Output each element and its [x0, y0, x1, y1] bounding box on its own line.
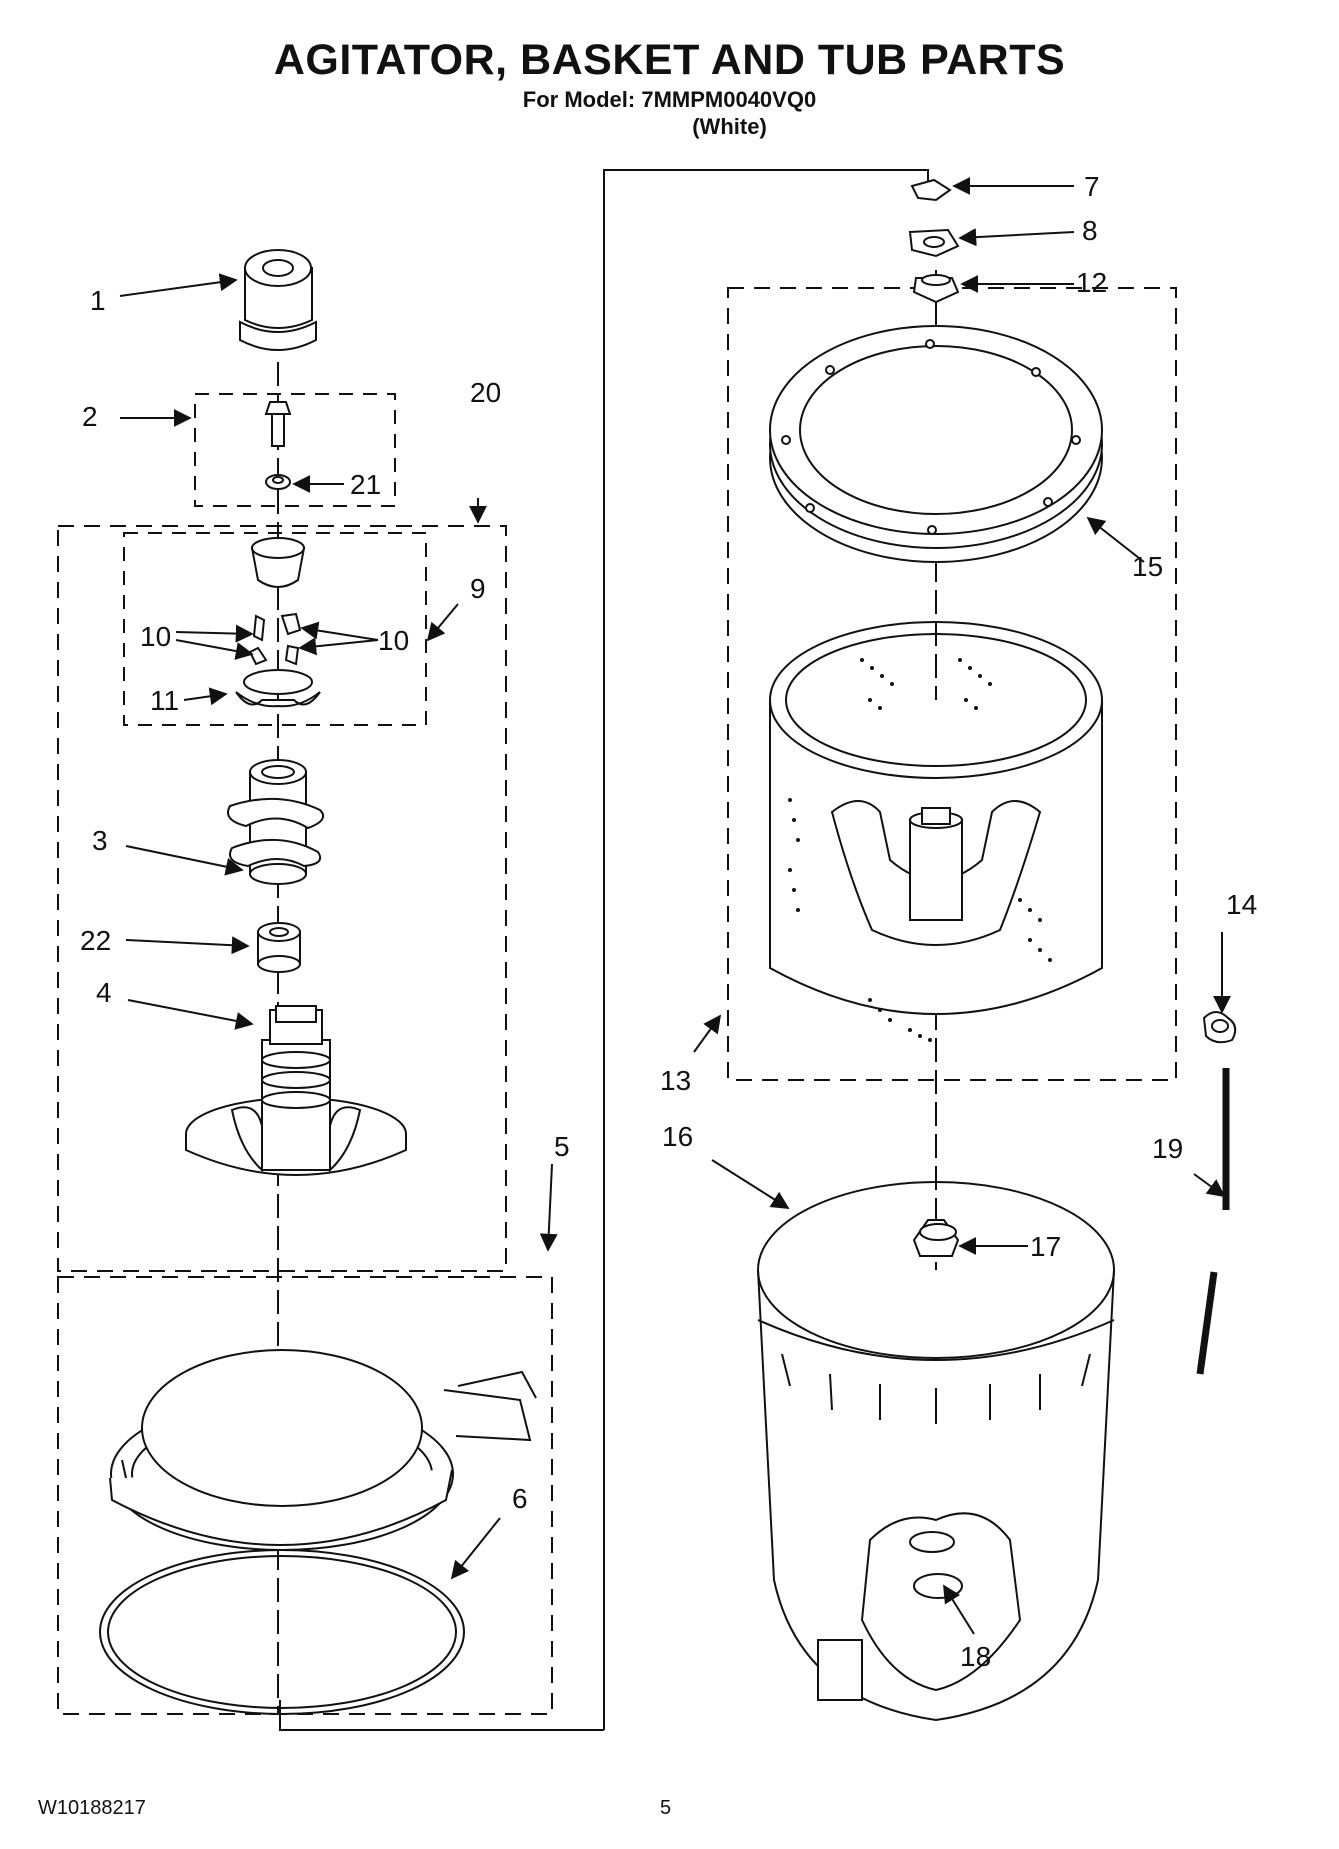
outer-tub-part — [757, 1181, 1115, 1722]
callout-7: 7 — [1084, 171, 1100, 202]
balance-ring-part — [769, 325, 1103, 563]
callout-9: 9 — [470, 573, 486, 604]
callout-4: 4 — [96, 977, 112, 1008]
page-number: 5 — [660, 1797, 672, 1819]
callout-6: 6 — [512, 1483, 528, 1514]
page-title: AGITATOR, BASKET AND TUB PARTS — [273, 36, 1066, 84]
callout-8: 8 — [1082, 215, 1098, 246]
assembly-connector-line — [603, 169, 929, 1730]
callout-16: 16 — [662, 1121, 693, 1152]
auger-part — [227, 759, 324, 885]
document-number: W10188217 — [38, 1797, 146, 1819]
basket-perforations — [788, 658, 1052, 1042]
group-box-9 — [123, 532, 427, 726]
drive-hub-part — [919, 1223, 957, 1241]
spin-basket-part — [769, 621, 1103, 1015]
callout-11: 11 — [150, 685, 179, 716]
group-box-2 — [194, 393, 396, 507]
callout-10-left: 10 — [140, 621, 171, 652]
agitator-cap-part — [239, 249, 317, 351]
group-box-20 — [57, 525, 507, 1272]
callout-1: 1 — [90, 285, 106, 316]
tub-ring-part — [109, 1349, 537, 1551]
basket-clamp-parts — [908, 178, 960, 304]
callout-17: 17 — [1030, 1231, 1061, 1262]
callout-20: 20 — [470, 377, 501, 408]
model-line: For Model: 7MMPM0040VQ0 — [522, 87, 817, 112]
callout-10-right: 10 — [378, 625, 409, 656]
drain-hose-part — [1196, 1068, 1230, 1375]
tub-seal-ring-part — [99, 1549, 465, 1715]
callout-15: 15 — [1132, 551, 1163, 582]
callout-22: 22 — [80, 925, 111, 956]
assembly-connector-line — [279, 1700, 604, 1731]
hose-clamp-part — [1202, 1011, 1237, 1044]
callout-19: 19 — [1152, 1133, 1183, 1164]
callout-14: 14 — [1226, 889, 1257, 920]
callout-18: 18 — [960, 1641, 991, 1672]
callout-12: 12 — [1076, 267, 1107, 298]
callout-21: 21 — [350, 469, 381, 500]
callout-3: 3 — [92, 825, 108, 856]
tub-ribs — [781, 1353, 1091, 1424]
agitator-dogs-part — [235, 537, 321, 708]
callout-5: 5 — [554, 1131, 570, 1162]
agitator-base-part — [185, 1005, 407, 1176]
color-line: (White) — [692, 114, 767, 139]
callout-2: 2 — [82, 401, 98, 432]
agitator-bolt-part — [264, 401, 292, 490]
callout-13: 13 — [660, 1065, 691, 1096]
bearing-part — [257, 922, 301, 973]
